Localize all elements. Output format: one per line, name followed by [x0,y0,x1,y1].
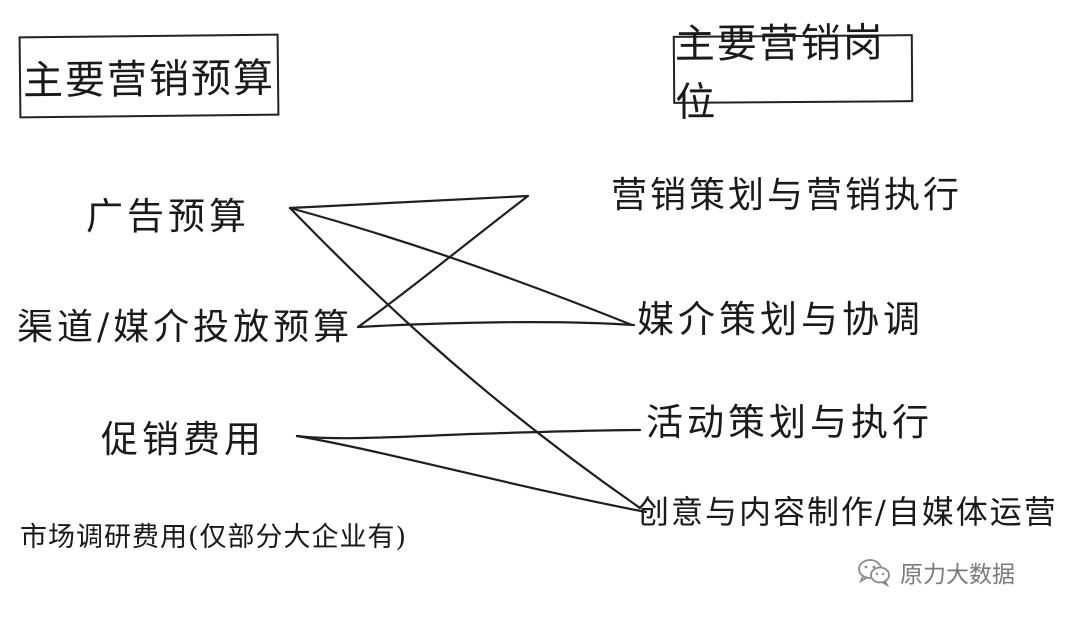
watermark-text: 原力大数据 [900,562,1015,588]
link-media-budget-to-media-role [356,321,636,329]
link-promo-to-creative-role [295,434,648,514]
budget-promotion: 促销费用 [101,418,265,461]
wechat-icon [858,559,890,587]
budget-ad: 广告预算 [86,195,250,238]
role-media-planning: 媒介策划与协调 [637,298,924,341]
link-ad-to-creative-role [288,206,642,510]
budget-market-research: 市场调研费用(仅部分大企业有) [20,522,408,553]
link-promo-to-event-role [295,428,642,440]
link-ad-to-media-budget [288,194,530,329]
watermark: 原力大数据 [856,555,1015,589]
link-ad-to-media-role [288,206,634,327]
role-event-planning: 活动策划与执行 [646,401,933,444]
budget-media-channel: 渠道/媒介投放预算 [17,307,354,348]
role-creative-content: 创意与内容制作/自媒体运营 [637,493,1058,531]
role-marketing-planning: 营销策划与营销执行 [611,175,963,216]
